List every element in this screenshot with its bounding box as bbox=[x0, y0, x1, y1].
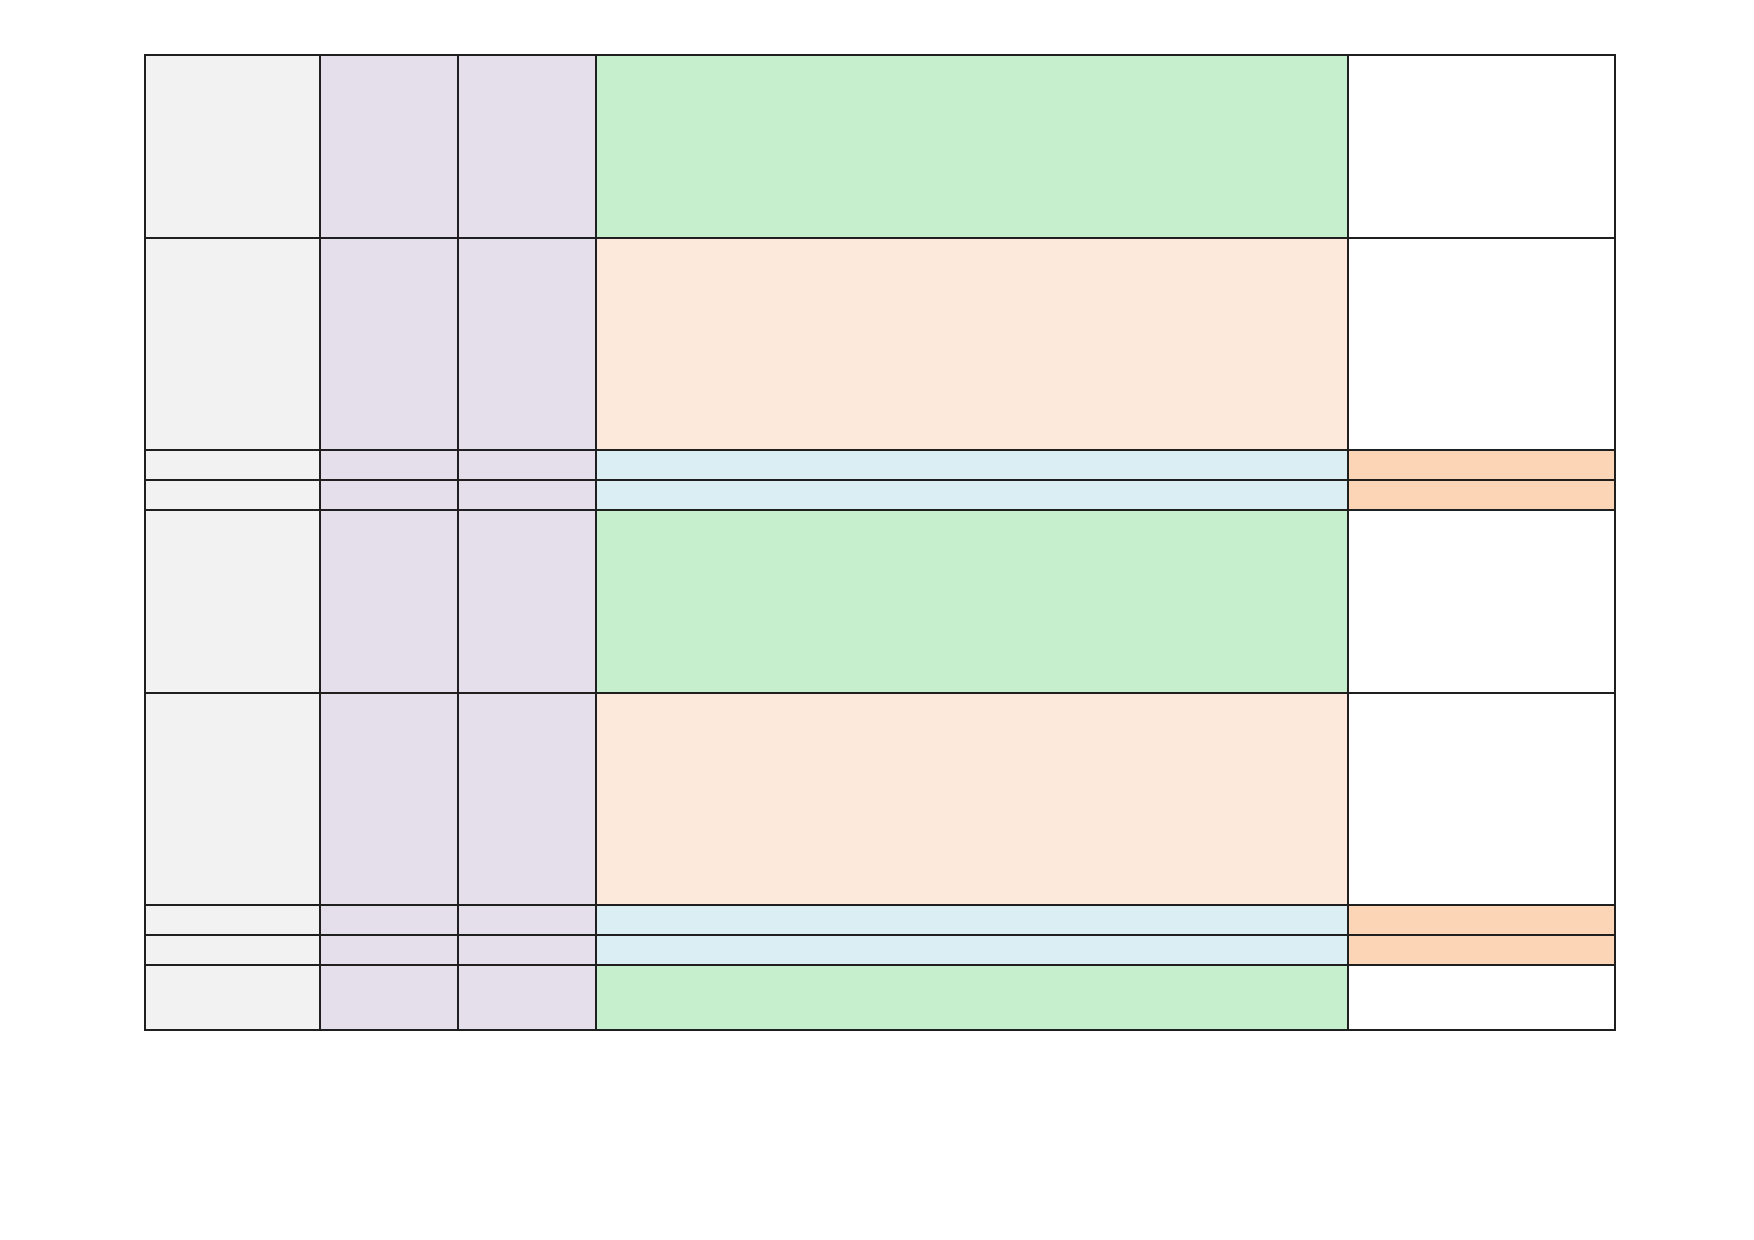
lavender-column-cell-a bbox=[319, 54, 459, 239]
label-column-cell bbox=[144, 509, 321, 694]
table-row bbox=[144, 479, 1616, 511]
document-table bbox=[144, 54, 1616, 1031]
content-block-cell bbox=[595, 449, 1349, 481]
table-row bbox=[144, 934, 1616, 966]
lavender-column-cell-a bbox=[319, 509, 459, 694]
label-column-cell bbox=[144, 964, 321, 1031]
side-column-cell bbox=[1347, 934, 1616, 966]
content-block-cell bbox=[595, 692, 1349, 906]
content-block-cell bbox=[595, 964, 1349, 1031]
content-block-cell bbox=[595, 934, 1349, 966]
label-column-cell bbox=[144, 692, 321, 906]
content-block-cell bbox=[595, 904, 1349, 936]
lavender-column-cell-a bbox=[319, 934, 459, 966]
table-row bbox=[144, 449, 1616, 481]
table-row bbox=[144, 237, 1616, 451]
lavender-column-cell-a bbox=[319, 904, 459, 936]
lavender-column-cell-b bbox=[457, 449, 597, 481]
lavender-column-cell-b bbox=[457, 904, 597, 936]
side-column-cell bbox=[1347, 509, 1616, 694]
content-block-cell bbox=[595, 54, 1349, 239]
lavender-column-cell-a bbox=[319, 692, 459, 906]
lavender-column-cell-b bbox=[457, 54, 597, 239]
label-column-cell bbox=[144, 934, 321, 966]
label-column-cell bbox=[144, 237, 321, 451]
lavender-column-cell-b bbox=[457, 479, 597, 511]
lavender-column-cell-b bbox=[457, 934, 597, 966]
side-column-cell bbox=[1347, 479, 1616, 511]
content-block-cell bbox=[595, 509, 1349, 694]
side-column-cell bbox=[1347, 692, 1616, 906]
lavender-column-cell-a bbox=[319, 479, 459, 511]
table-row bbox=[144, 692, 1616, 906]
table-row bbox=[144, 964, 1616, 1031]
side-column-cell bbox=[1347, 449, 1616, 481]
lavender-column-cell-b bbox=[457, 692, 597, 906]
label-column-cell bbox=[144, 479, 321, 511]
label-column-cell bbox=[144, 904, 321, 936]
label-column-cell bbox=[144, 449, 321, 481]
table-row bbox=[144, 904, 1616, 936]
content-block-cell bbox=[595, 237, 1349, 451]
lavender-column-cell-b bbox=[457, 509, 597, 694]
lavender-column-cell-b bbox=[457, 237, 597, 451]
lavender-column-cell-a bbox=[319, 237, 459, 451]
content-block-cell bbox=[595, 479, 1349, 511]
lavender-column-cell-a bbox=[319, 964, 459, 1031]
side-column-cell bbox=[1347, 904, 1616, 936]
side-column-cell bbox=[1347, 964, 1616, 1031]
side-column-cell bbox=[1347, 54, 1616, 239]
table-row bbox=[144, 509, 1616, 694]
side-column-cell bbox=[1347, 237, 1616, 451]
lavender-column-cell-a bbox=[319, 449, 459, 481]
lavender-column-cell-b bbox=[457, 964, 597, 1031]
table-row bbox=[144, 54, 1616, 239]
table-body bbox=[144, 54, 1616, 1031]
label-column-cell bbox=[144, 54, 321, 239]
